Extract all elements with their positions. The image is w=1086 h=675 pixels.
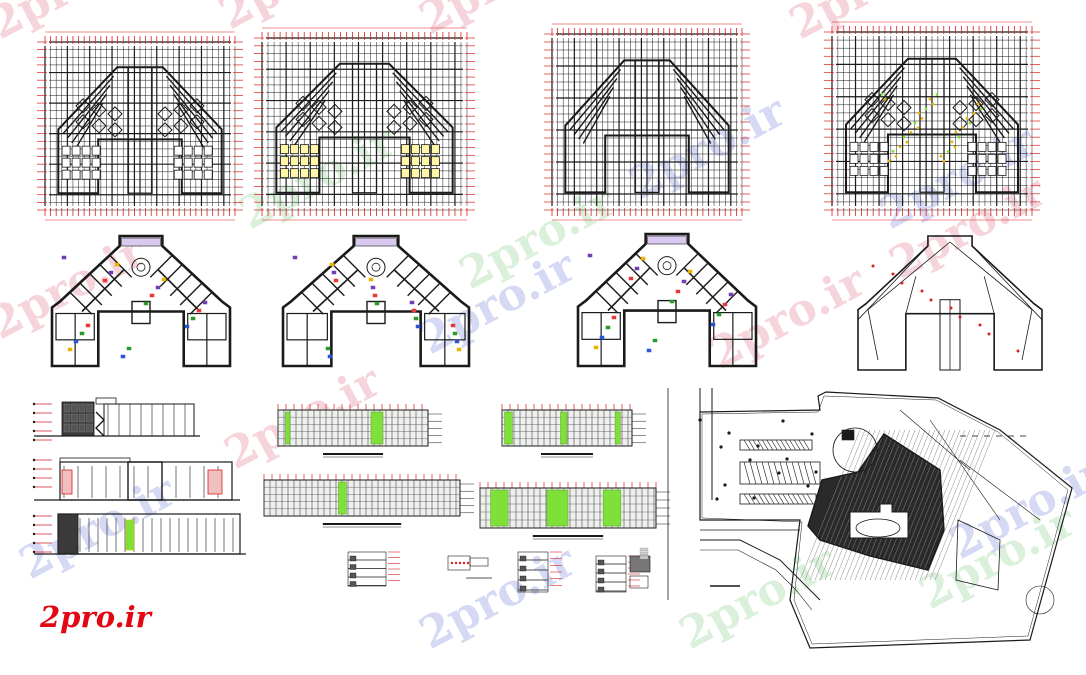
site-plan — [667, 388, 1073, 649]
structural-grid-plan-2 — [254, 27, 475, 221]
floor-plan-3 — [576, 232, 758, 368]
floor-plan-1 — [50, 234, 232, 368]
structural-grid-plan-3 — [544, 23, 750, 221]
facade-set-2 — [479, 404, 670, 540]
svg-text:2pro.ir: 2pro.ir — [701, 255, 874, 379]
roof-plan — [857, 235, 1043, 371]
facade-set-1 — [263, 404, 474, 528]
construction-details — [347, 547, 651, 593]
brand-logo: 2pro.ir — [40, 600, 151, 634]
svg-text:2pro.ir: 2pro.ir — [781, 0, 954, 50]
floor-plan-2 — [281, 234, 471, 368]
structural-grid-plan-4 — [824, 21, 1040, 221]
elevations-sections — [32, 397, 246, 555]
structural-grid-plan-1 — [37, 31, 243, 221]
svg-text:2pro.ir: 2pro.ir — [411, 535, 584, 659]
svg-text:2pro.ir: 2pro.ir — [671, 535, 844, 659]
